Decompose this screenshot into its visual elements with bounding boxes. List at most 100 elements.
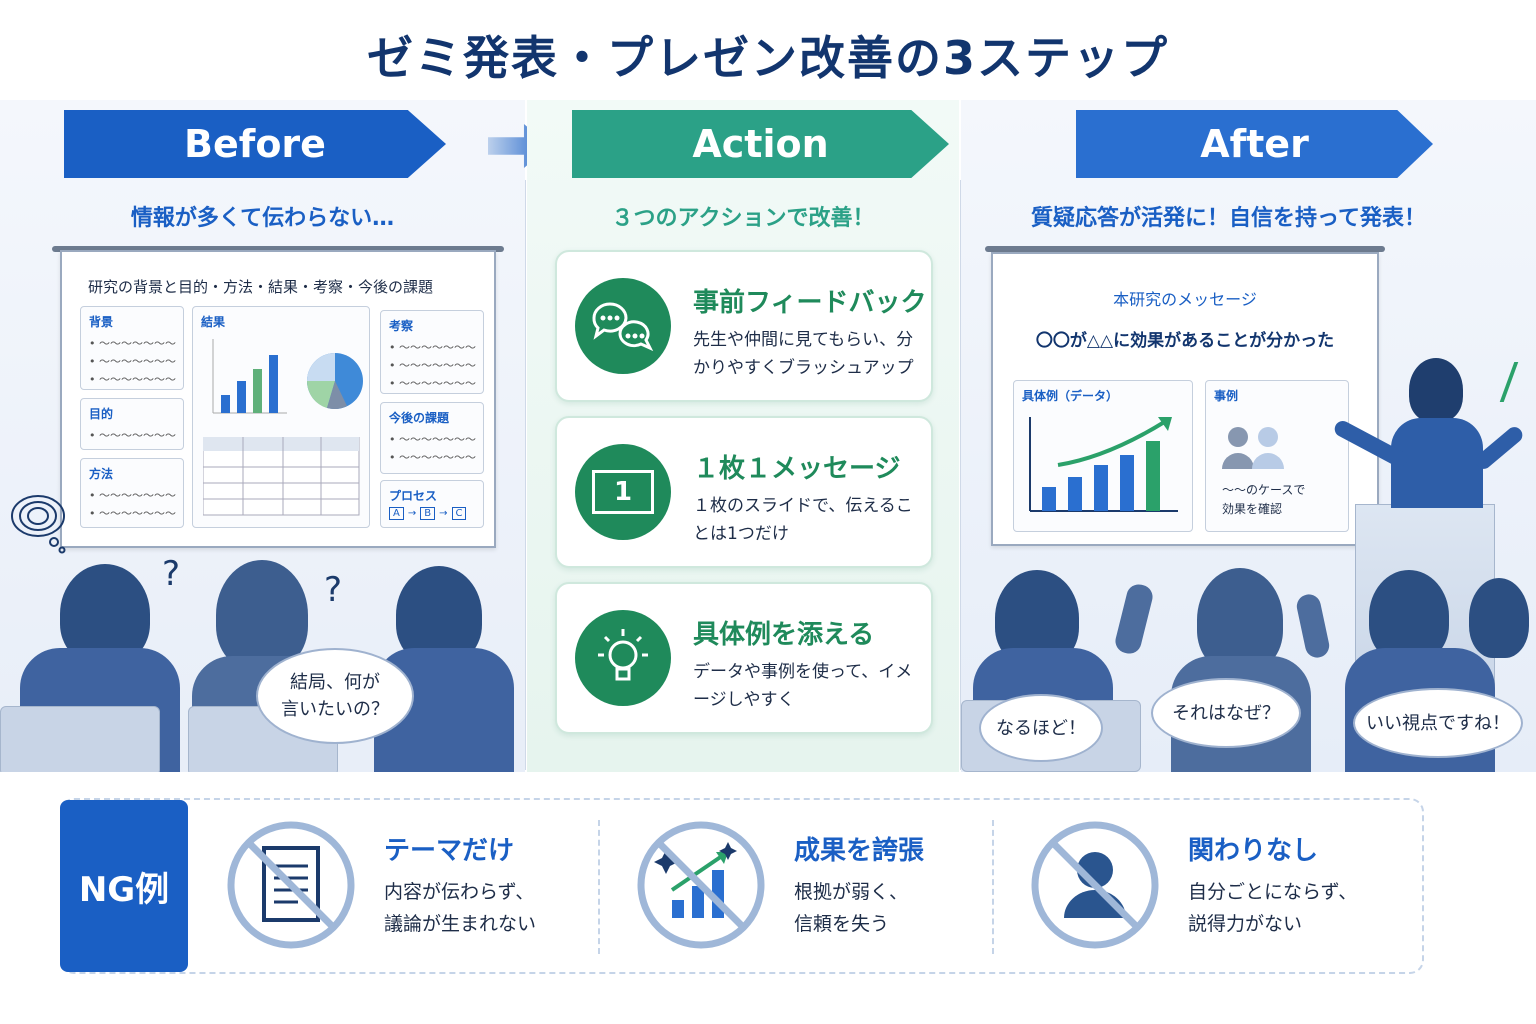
ng-title: 関わりなし: [1188, 836, 1319, 866]
process-step: A: [389, 507, 404, 520]
box-label: 結果: [201, 315, 226, 329]
audience-head: [1197, 568, 1283, 672]
case-box: 事例 ～～のケースで 効果を確認: [1205, 380, 1349, 532]
speech-bubble-reaction: なるほど！: [979, 694, 1103, 762]
audience-head: [216, 560, 308, 670]
action-subtitle: ３つのアクションで改善！: [611, 206, 875, 231]
presenter-head: [1409, 358, 1463, 422]
slide-box-future: 今後の課題 • ～～～～～～～ • ～～～～～～～: [380, 402, 484, 474]
card-description: １枚のスライドで、伝えることは1つだけ: [693, 496, 913, 545]
raised-hand-icon: [1112, 581, 1156, 657]
bullet: • ～～～～～～～: [389, 341, 476, 354]
box-label: 具体例（データ）: [1022, 389, 1119, 403]
box-label: 事例: [1214, 389, 1239, 403]
bullet: • ～～～～～～～: [89, 429, 176, 442]
action-panel: Action ３つのアクションで改善！ 事前フィードバック 先生や仲間に見てもら…: [527, 100, 959, 772]
raised-hand-icon: [1294, 592, 1332, 660]
bullet: • ～～～～～～～: [89, 507, 176, 520]
after-slide: 本研究のメッセージ 〇〇が△△に効果があることが分かった 具体例（データ） 事例…: [991, 252, 1379, 546]
ng-divider: [992, 820, 994, 954]
ng-item-unrelated: 関わりなし 自分ごとにならず、 説得力がない: [1030, 818, 1410, 954]
bullet: • ～～～～～～～: [389, 377, 476, 390]
ng-label: NG例: [60, 800, 188, 972]
growth-bar-chart: [1029, 417, 1178, 512]
ng-title: テーマだけ: [384, 836, 515, 866]
box-label: 方法: [89, 467, 114, 481]
ng-description: 根拠が弱く、 信頼を失う: [794, 881, 909, 936]
confused-scribble-icon: [11, 495, 66, 554]
ng-item-exaggerated: 成果を誇張 根拠が弱く、 信頼を失う: [636, 818, 1016, 954]
bullet: • ～～～～～～～: [89, 489, 176, 502]
bullet: • ～～～～～～～: [389, 359, 476, 372]
slide-box-purpose: 目的 • ～～～～～～～: [80, 398, 184, 450]
audience-head: [1469, 578, 1529, 658]
card-title: 具体例を添える: [693, 620, 875, 650]
case-description: ～～のケースで 効果を確認: [1222, 483, 1306, 517]
card-title: 事前フィードバック: [693, 288, 927, 318]
seat: [0, 706, 160, 772]
page-title: ゼミ発表・プレゼン改善の3ステップ: [366, 31, 1169, 85]
person-icon: [1031, 821, 1159, 949]
before-panel: Before 情報が多くて伝わらない… 研究の背景と目的・方法・結果・考察・今後…: [0, 100, 525, 772]
audience-head: [1369, 570, 1449, 662]
slide-box-process: プロセス A→ B→ C: [380, 480, 484, 528]
before-subtitle: 情報が多くて伝わらない…: [130, 206, 395, 231]
bullet: • ～～～～～～～: [89, 337, 176, 350]
ng-item-theme-only: テーマだけ 内容が伝わらず、 議論が生まれない: [226, 818, 606, 954]
slide-box-background: 背景 • ～～～～～～～ • ～～～～～～～ • ～～～～～～～: [80, 306, 184, 390]
speech-bubble-reaction: それはなぜ？: [1151, 678, 1301, 748]
question-mark-icon: ?: [324, 570, 343, 610]
question-mark-icon: ?: [162, 554, 181, 594]
bullet: • ～～～～～～～: [389, 433, 476, 446]
process-step: C: [451, 507, 467, 520]
process-flow: A→ B→ C: [389, 507, 467, 520]
card-title: １枚１メッセージ: [693, 454, 901, 484]
action-card-feedback: 事前フィードバック 先生や仲間に見てもらい、分かりやすくブラッシュアップ: [555, 250, 933, 402]
speech-bubble-reaction: いい視点ですね！: [1353, 688, 1523, 758]
slide-number: 1: [592, 470, 654, 514]
panel-divider: [525, 180, 526, 770]
action-banner: Action: [572, 110, 949, 178]
before-slide-heading: 研究の背景と目的・方法・結果・考察・今後の課題: [88, 278, 434, 296]
people-icon: [1222, 427, 1284, 469]
audience-head: [60, 564, 150, 664]
exaggerated-chart-icon: [637, 821, 765, 949]
speech-bubble-confused: 結局、何が 言いたいの？: [256, 648, 414, 744]
single-slide-icon: 1: [575, 444, 671, 540]
box-label: 今後の課題: [389, 411, 450, 425]
card-description: データや事例を使って、イメージしやすく: [693, 662, 913, 711]
after-subtitle: 質疑応答が活発に！自信を持って発表！: [1031, 206, 1426, 231]
bullet: • ～～～～～～～: [89, 373, 176, 386]
slide-box-discussion: 考察 • ～～～～～～～ • ～～～～～～～ • ～～～～～～～: [380, 310, 484, 394]
after-slide-message: 〇〇が△△に効果があることが分かった: [1035, 331, 1335, 351]
ng-divider: [598, 820, 600, 954]
slide-box-result: 結果: [192, 306, 370, 528]
process-step: B: [420, 507, 436, 520]
document-icon: [227, 821, 355, 949]
box-label: 目的: [89, 407, 114, 421]
screen-rail: [985, 246, 1385, 252]
mini-bar-chart: [212, 339, 363, 414]
action-card-one-message: 1 １枚１メッセージ １枚のスライドで、伝えることは1つだけ: [555, 416, 933, 568]
audience-head: [396, 566, 482, 664]
data-chart-box: 具体例（データ）: [1013, 380, 1193, 532]
box-label: プロセス: [389, 489, 438, 503]
after-banner: After: [1076, 110, 1433, 178]
lightbulb-icon: [575, 610, 671, 706]
ng-title: 成果を誇張: [794, 836, 925, 866]
bullet: • ～～～～～～～: [389, 451, 476, 464]
after-slide-heading: 本研究のメッセージ: [1113, 290, 1257, 309]
presenter-body: [1391, 418, 1483, 508]
screen-rail: [52, 246, 504, 252]
before-slide: 研究の背景と目的・方法・結果・考察・今後の課題 背景 • ～～～～～～～ • ～…: [60, 250, 496, 548]
after-panel: After 質疑応答が活発に！自信を持って発表！ 本研究のメッセージ 〇〇が△△…: [961, 100, 1536, 772]
box-label: 考察: [389, 319, 414, 333]
before-banner: Before: [64, 110, 446, 178]
mini-table: [203, 437, 360, 516]
box-label: 背景: [89, 315, 114, 329]
slide-box-method: 方法 • ～～～～～～～ • ～～～～～～～: [80, 458, 184, 528]
ng-description: 内容が伝わらず、 議論が生まれない: [384, 881, 537, 936]
bullet: • ～～～～～～～: [89, 355, 176, 368]
excitement-lines-icon: [1473, 362, 1519, 402]
card-description: 先生や仲間に見てもらい、分かりやすくブラッシュアップ: [693, 330, 914, 379]
